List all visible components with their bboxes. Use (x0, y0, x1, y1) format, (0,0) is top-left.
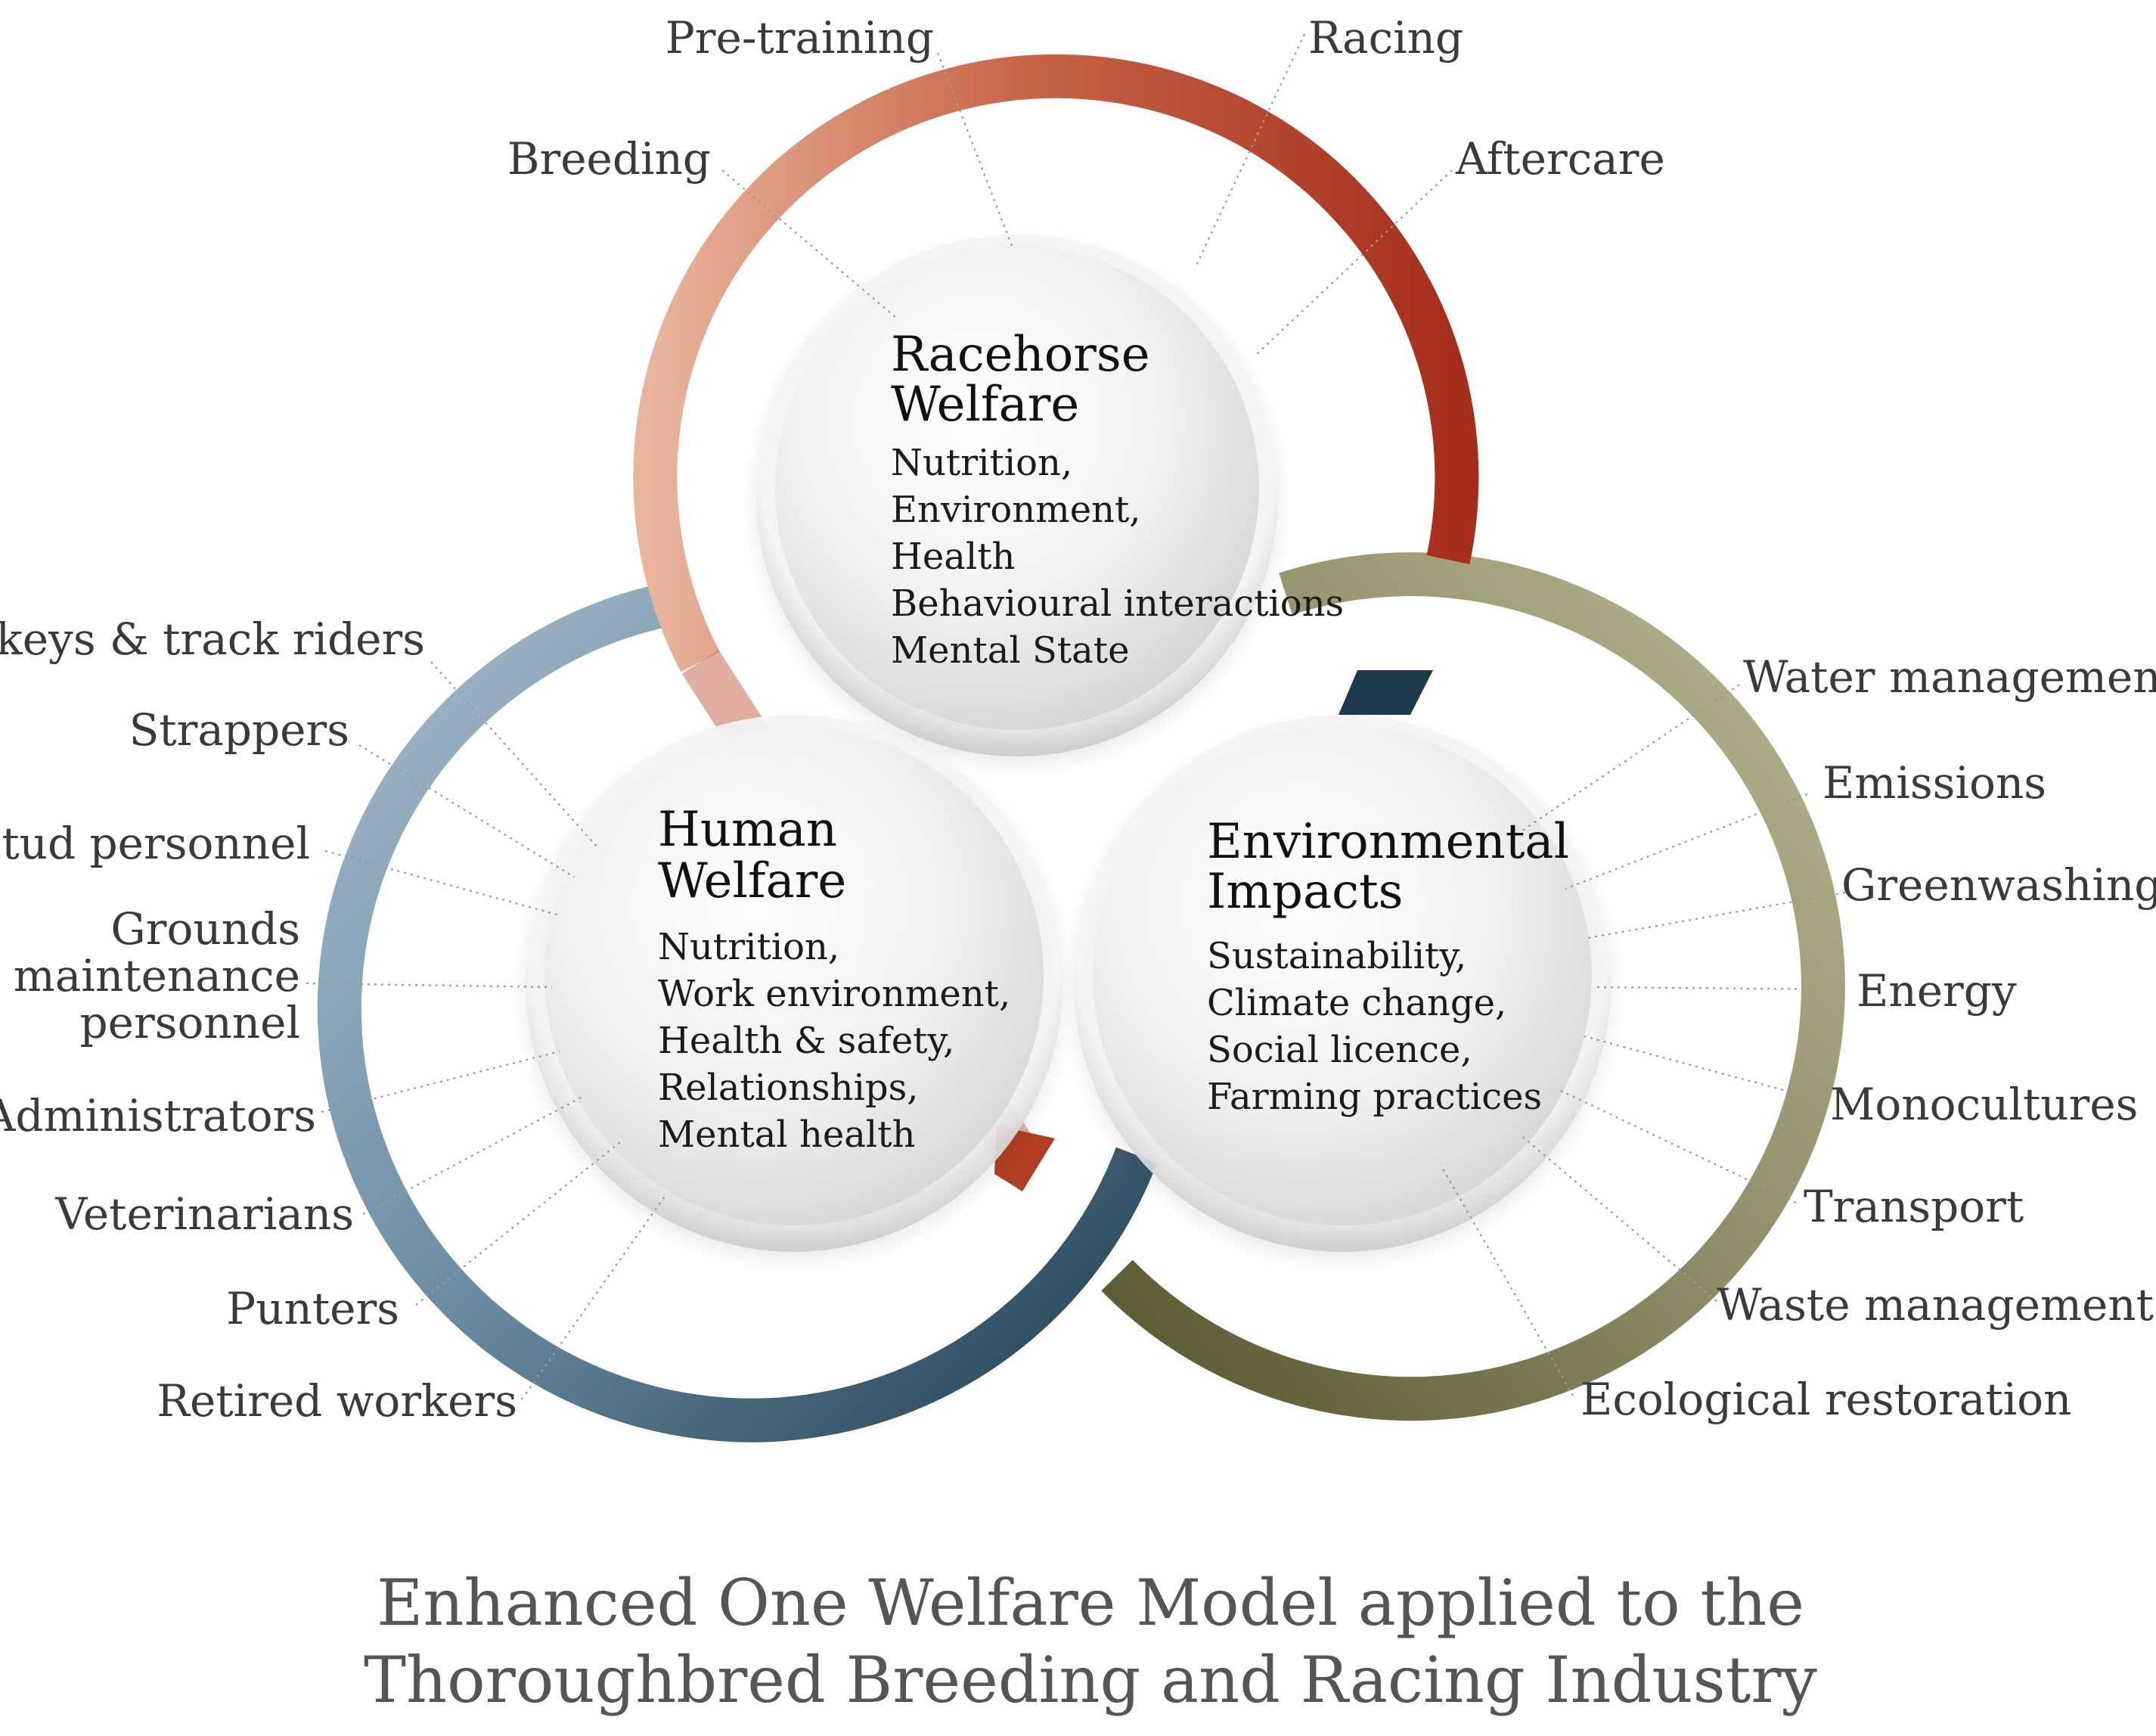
environmental-item: Climate change, (1207, 982, 1506, 1024)
leader-administrators (321, 1050, 560, 1113)
caption-line2: Thoroughbred Breeding and Racing Industr… (364, 1643, 1818, 1717)
label-veterinarians: Veterinarians (54, 1188, 354, 1240)
label-strappers: Strappers (129, 704, 349, 756)
environmental-impacts-text: Environmental Impacts Sustainability, Cl… (1207, 814, 1569, 1118)
label-water-management: Water management (1743, 651, 2156, 703)
label-retired-workers: Retired workers (157, 1375, 517, 1427)
label-grounds: Grounds (110, 903, 300, 955)
leader-strappers (358, 744, 575, 878)
leader-grounds-maintenance (306, 982, 553, 989)
human-disc (544, 726, 1044, 1225)
label-energy: Energy (1857, 965, 2017, 1017)
label-racing: Racing (1308, 12, 1463, 64)
human-title-line1: Human (658, 802, 837, 858)
leader-retired-workers (521, 1194, 666, 1400)
leader-waste-management (1519, 1134, 1717, 1302)
blue-tab-accent (1339, 670, 1433, 715)
leader-greenwashing (1587, 891, 1846, 939)
racehorse-labels: Pre-training Racing Breeding Aftercare (507, 12, 1665, 185)
environmental-disc (1093, 726, 1592, 1225)
environmental-title-line2: Impacts (1207, 864, 1404, 920)
environmental-ring-arc (1101, 552, 1845, 1421)
environmental-item: Farming practices (1207, 1076, 1542, 1118)
racehorse-item: Nutrition, (891, 442, 1072, 484)
racehorse-welfare-text: Racehorse Welfare Nutrition, Environment… (891, 327, 1344, 672)
label-monocultures: Monocultures (1830, 1079, 2138, 1130)
racehorse-disc (775, 246, 1259, 730)
human-item: Mental health (658, 1113, 915, 1156)
leader-racing (1194, 33, 1305, 269)
leader-monocultures (1584, 1035, 1823, 1102)
racehorse-item: Behavioural interactions (891, 582, 1344, 625)
human-title-line2: Welfare (658, 853, 846, 909)
leader-transport (1557, 1088, 1797, 1203)
leader-veterinarians (362, 1096, 583, 1215)
racehorse-item: Mental State (891, 629, 1129, 672)
human-item: Relationships, (658, 1067, 918, 1109)
label-waste-management: Waste management (1717, 1279, 2154, 1331)
racehorse-title-line1: Racehorse (891, 327, 1150, 383)
racehorse-title-line2: Welfare (891, 377, 1079, 433)
label-breeding: Breeding (507, 133, 711, 185)
environmental-item: Sustainability, (1207, 935, 1466, 977)
label-ecological-restoration: Ecological restoration (1581, 1374, 2071, 1425)
leader-emissions (1565, 793, 1808, 890)
racehorse-ring-arc (633, 54, 1479, 672)
discs-group (513, 229, 1624, 1272)
leader-pre-training (936, 52, 1015, 250)
caption: Enhanced One Welfare Model applied to th… (364, 1566, 1818, 1717)
human-welfare-text: Human Welfare Nutrition, Work environmen… (658, 802, 1010, 1156)
label-administrators: Administrators (0, 1090, 316, 1141)
human-ring-arc (317, 584, 1158, 1443)
caption-line1: Enhanced One Welfare Model applied to th… (377, 1566, 1804, 1640)
label-jockeys-track-riders: Jockeys & track riders (0, 613, 425, 665)
label-punters: Punters (226, 1283, 399, 1334)
label-greenwashing: Greenwashing (1841, 859, 2156, 911)
leader-jockeys (430, 661, 598, 848)
racehorse-item: Health (891, 536, 1015, 578)
label-aftercare: Aftercare (1455, 133, 1665, 185)
environmental-labels: Water management Emissions Greenwashing … (1581, 651, 2156, 1425)
label-personnel: personnel (80, 997, 300, 1048)
human-item: Health & safety, (658, 1020, 954, 1062)
human-item: Nutrition, (658, 926, 839, 968)
label-emissions: Emissions (1823, 757, 2046, 809)
human-item: Work environment, (658, 973, 1010, 1015)
human-labels: Jockeys & track riders Strappers Stud pe… (0, 613, 517, 1427)
racehorse-item: Environment, (891, 489, 1141, 531)
label-maintenance: maintenance (14, 950, 300, 1002)
leader-aftercare (1255, 169, 1453, 356)
label-pre-training: Pre-training (665, 12, 934, 64)
leader-lines (306, 33, 1846, 1400)
environmental-item: Social licence, (1207, 1029, 1472, 1071)
environmental-title-line1: Environmental (1207, 814, 1569, 870)
label-stud-personnel: Stud personnel (0, 818, 310, 869)
label-transport: Transport (1804, 1181, 2024, 1232)
leader-punters (415, 1141, 621, 1306)
